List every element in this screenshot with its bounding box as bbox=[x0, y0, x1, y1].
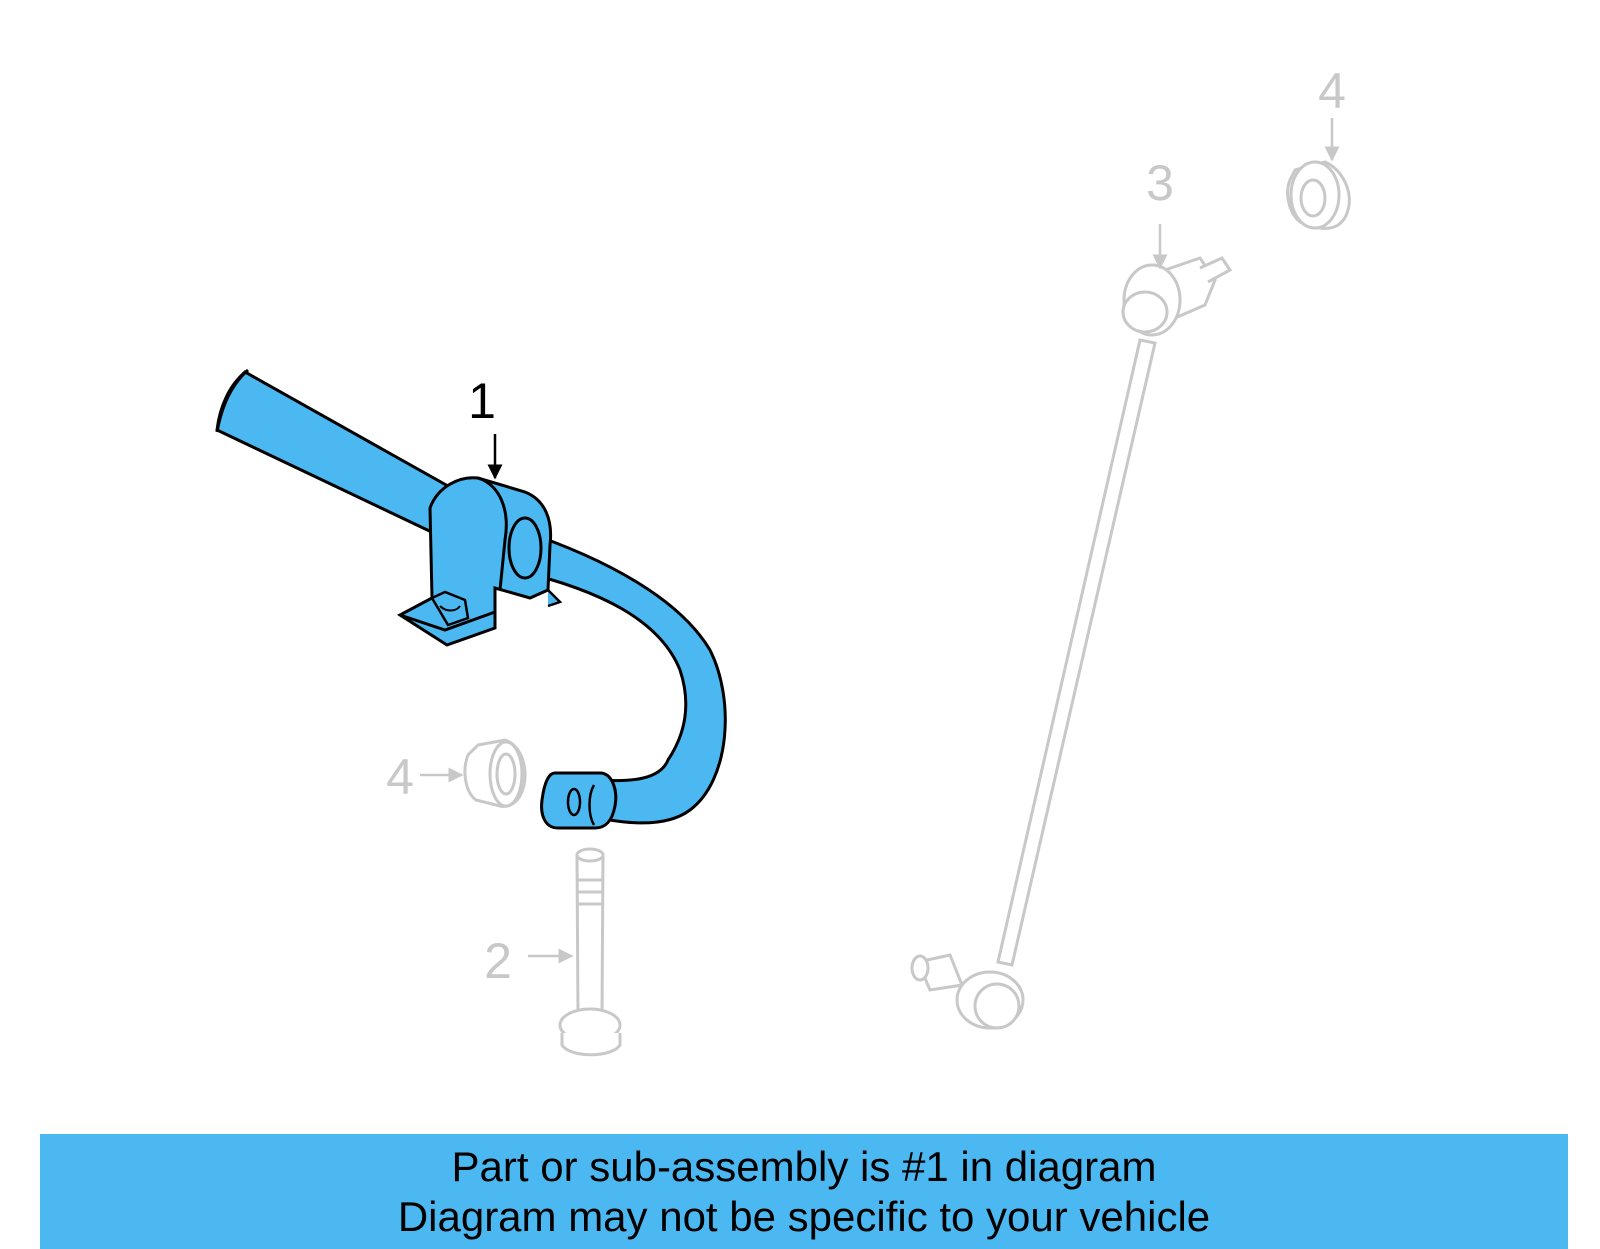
stabilizer-link[interactable] bbox=[910, 256, 1233, 1030]
banner-line-2: Diagram may not be specific to your vehi… bbox=[397, 1193, 1211, 1240]
stabilizer-bar-eye-hole bbox=[566, 787, 582, 817]
nut-right[interactable] bbox=[1286, 160, 1351, 230]
callout-4-right-label: 4 bbox=[1318, 63, 1346, 119]
banner-line-1: Part or sub-assembly is #1 in diagram bbox=[451, 1143, 1157, 1190]
callout-4-left-label: 4 bbox=[386, 749, 414, 805]
stabilizer-bar-end-eye bbox=[540, 771, 618, 830]
stabilizer-bar-cut-end bbox=[215, 368, 249, 433]
callout-2-label: 2 bbox=[484, 933, 512, 989]
nut-left[interactable] bbox=[463, 738, 527, 808]
callout-1-label: 1 bbox=[468, 373, 496, 429]
stabilizer-bar[interactable] bbox=[215, 368, 727, 830]
info-banner: Part or sub-assembly is #1 in diagram Di… bbox=[40, 1134, 1568, 1249]
stabilizer-bar-shaft bbox=[215, 370, 457, 539]
callout-3-label: 3 bbox=[1146, 155, 1174, 211]
bolt[interactable] bbox=[558, 847, 622, 1057]
